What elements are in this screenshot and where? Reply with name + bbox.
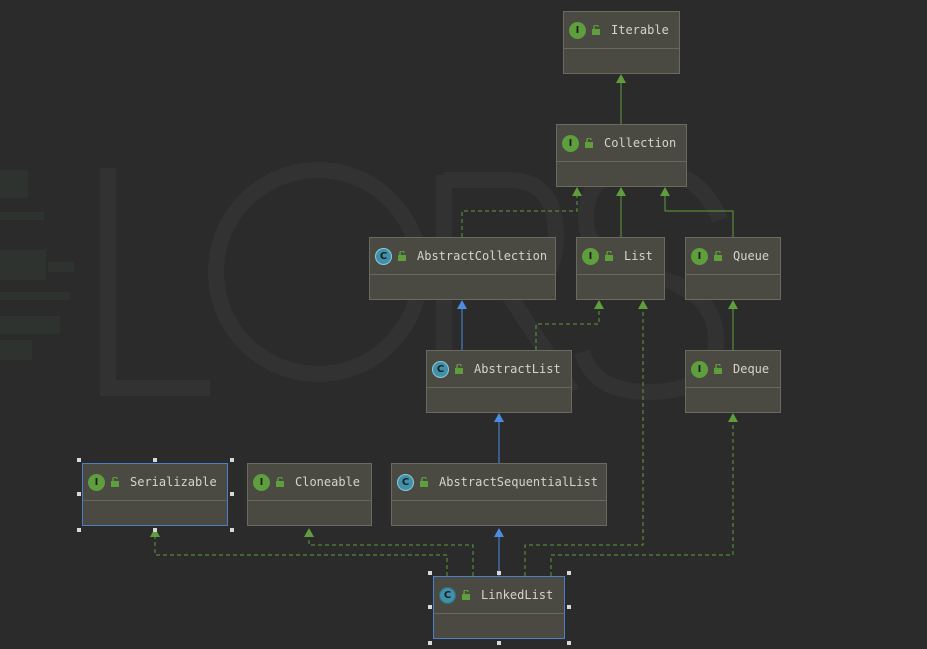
node-name: LinkedList (481, 588, 554, 602)
resize-handle[interactable] (567, 571, 571, 575)
node-deque[interactable]: I Deque (685, 350, 781, 413)
interface-icon: I (562, 134, 579, 152)
node-queue[interactable]: I Queue (685, 237, 781, 300)
node-name: Deque (733, 362, 770, 376)
interface-icon: I (253, 473, 270, 491)
resize-handle[interactable] (230, 528, 234, 532)
public-lock-icon (111, 477, 119, 487)
resize-handle[interactable] (230, 492, 234, 496)
arrowhead (638, 300, 648, 309)
node-name: Queue (733, 249, 770, 263)
public-lock-icon (714, 364, 722, 374)
public-lock-icon (462, 590, 470, 600)
resize-handle[interactable] (153, 458, 157, 462)
arrowhead (594, 300, 604, 309)
node-list[interactable]: I List (576, 237, 665, 300)
node-name: AbstractList (474, 362, 561, 376)
resize-handle[interactable] (428, 641, 432, 645)
interface-icon: I (88, 473, 105, 491)
arrowhead (616, 187, 626, 196)
arrowhead (616, 74, 626, 83)
resize-handle[interactable] (230, 458, 234, 462)
resize-handle[interactable] (497, 571, 501, 575)
node-collection[interactable]: I Collection (556, 124, 687, 187)
edge-linkedlist-deque (550, 419, 734, 576)
resize-handle[interactable] (497, 641, 501, 645)
node-cloneable[interactable]: I Cloneable (247, 463, 372, 526)
public-lock-icon (714, 251, 722, 261)
node-abstract-collection[interactable]: C AbstractCollection (369, 237, 556, 300)
node-serializable[interactable]: I Serializable (82, 463, 228, 526)
public-lock-icon (605, 251, 613, 261)
arrowhead (304, 528, 314, 537)
resize-handle[interactable] (428, 605, 432, 609)
node-name: Iterable (611, 23, 669, 37)
node-linked-list[interactable]: C LinkedList (433, 576, 565, 639)
edge-linkedlist-cloneable (308, 534, 474, 576)
public-lock-icon (585, 138, 593, 148)
resize-handle[interactable] (77, 528, 81, 532)
node-abstract-sequential-list[interactable]: C AbstractSequentialList (391, 463, 607, 526)
abstract-class-icon: C (375, 247, 392, 265)
abstract-class-icon: C (432, 360, 449, 378)
edge-linkedlist-serializable (154, 534, 448, 576)
edge-linkedlist-list (524, 306, 644, 576)
arrowhead (150, 528, 160, 537)
public-lock-icon (398, 251, 406, 261)
interface-icon: I (691, 360, 708, 378)
edge-abstractcollection-collection (461, 193, 578, 237)
arrowhead (728, 413, 738, 422)
node-abstract-list[interactable]: C AbstractList (426, 350, 572, 413)
arrowhead (572, 187, 582, 196)
class-icon: C (439, 586, 456, 604)
resize-handle[interactable] (77, 492, 81, 496)
edge-queue-collection (664, 193, 734, 237)
node-name: AbstractCollection (417, 249, 548, 263)
public-lock-icon (592, 25, 600, 35)
arrowhead (728, 300, 738, 309)
node-name: List (624, 249, 653, 263)
resize-handle[interactable] (567, 605, 571, 609)
resize-handle[interactable] (77, 458, 81, 462)
arrowhead (457, 300, 467, 309)
node-iterable[interactable]: I Iterable (563, 11, 680, 74)
interface-icon: I (569, 21, 586, 39)
edge-abstractlist-list (535, 306, 600, 350)
resize-handle[interactable] (153, 528, 157, 532)
arrowhead (660, 187, 670, 196)
node-name: Serializable (130, 475, 217, 489)
public-lock-icon (276, 477, 284, 487)
arrowhead (494, 413, 504, 422)
interface-icon: I (691, 247, 708, 265)
node-name: Collection (604, 136, 677, 150)
resize-handle[interactable] (567, 641, 571, 645)
arrowhead (494, 528, 504, 537)
public-lock-icon (455, 364, 463, 374)
interface-icon: I (582, 247, 599, 265)
abstract-class-icon: C (397, 473, 414, 491)
node-name: Cloneable (295, 475, 361, 489)
node-name: AbstractSequentialList (439, 475, 598, 489)
resize-handle[interactable] (428, 571, 432, 575)
public-lock-icon (420, 477, 428, 487)
